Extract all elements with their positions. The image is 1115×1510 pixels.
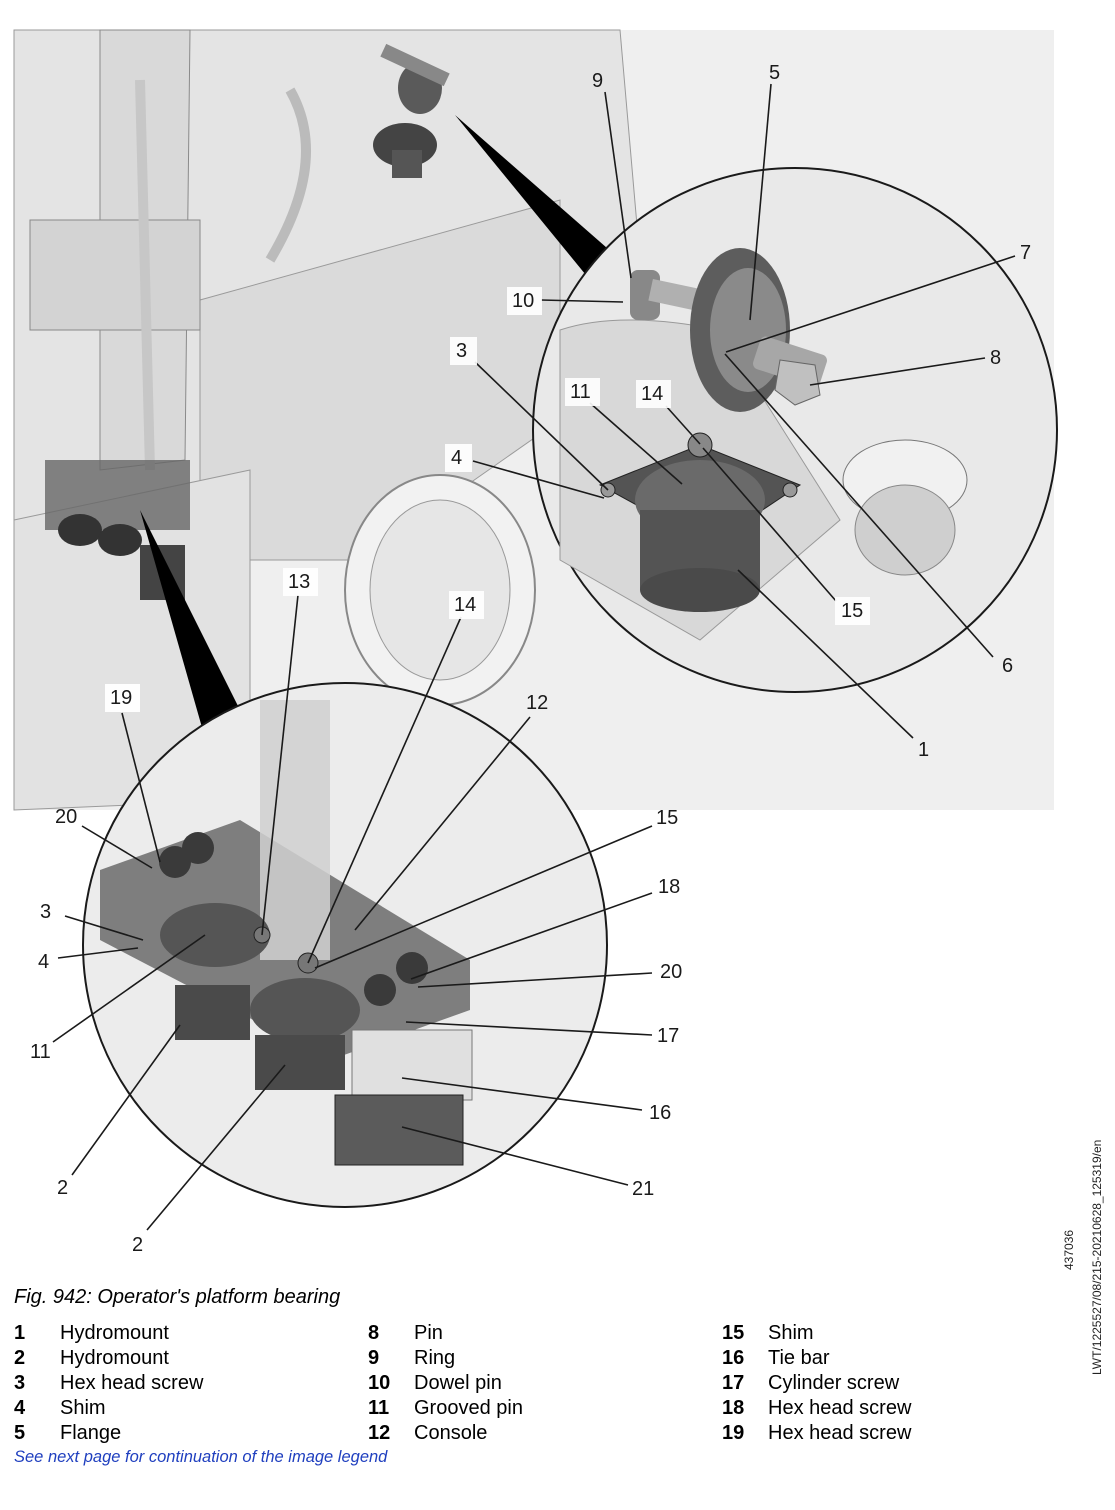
legend-item: 8 Pin	[368, 1322, 523, 1347]
legend-item: 17 Cylinder screw	[722, 1372, 911, 1397]
legend-label: Hex head screw	[60, 1372, 204, 1394]
figure-caption: Fig. 942: Operator's platform bearing	[14, 1286, 341, 1308]
callout-label: 14	[454, 594, 476, 616]
legend-number: 1	[14, 1322, 26, 1344]
legend-label: Console	[414, 1422, 488, 1444]
legend-item: 18 Hex head screw	[722, 1397, 911, 1422]
legend-number: 10	[368, 1372, 391, 1394]
legend-item: 15 Shim	[722, 1322, 911, 1347]
legend-number: 8	[368, 1322, 380, 1344]
callout-label: 11	[570, 381, 591, 403]
callout-label: 1	[918, 739, 929, 761]
legend-label: Cylinder screw	[768, 1372, 900, 1394]
legend-number: 2	[14, 1347, 26, 1369]
operators-platform-bearing-figure: 9 5 7 8 10 3 11 14 4 15 6 1 13 14 12 19 …	[13, 29, 1058, 1256]
legend-number: 11	[368, 1397, 390, 1419]
callout-label: 10	[512, 290, 534, 312]
legend-item: 11 Grooved pin	[368, 1397, 523, 1422]
detail-circle-top	[532, 167, 1058, 693]
callout-label: 19	[110, 687, 132, 709]
legend-item: 3 Hex head screw	[14, 1372, 203, 1397]
callout-label: 13	[288, 571, 310, 593]
legend-label: Hex head screw	[768, 1422, 912, 1444]
legend-number: 19	[722, 1422, 745, 1444]
legend-label: Grooved pin	[414, 1397, 523, 1419]
callout-label: 20	[55, 806, 77, 828]
callout-label: 17	[657, 1025, 679, 1047]
callout-label: 16	[649, 1102, 671, 1124]
legend-label: Hex head screw	[768, 1397, 912, 1419]
leader-lines	[52, 83, 1016, 1231]
callout-label: 8	[990, 347, 1001, 369]
callout-label: 3	[40, 901, 51, 923]
legend-item: 19 Hex head screw	[722, 1422, 911, 1447]
legend-item: 2 Hydromount	[14, 1347, 203, 1372]
callout-label: 15	[841, 600, 863, 622]
image-number: 437036	[1062, 1229, 1076, 1270]
detail-circle-bottom	[82, 682, 608, 1208]
legend-label: Flange	[60, 1422, 122, 1444]
legend-item: 12 Console	[368, 1422, 523, 1447]
legend-label: Shim	[768, 1322, 814, 1344]
legend-continuation-link[interactable]: See next page for continuation of the im…	[14, 1448, 388, 1466]
legend-item: 10 Dowel pin	[368, 1372, 523, 1397]
legend-item: 1 Hydromount	[14, 1322, 203, 1347]
callout-label: 7	[1020, 242, 1031, 264]
legend-number: 17	[722, 1372, 745, 1394]
legend-item: 4 Shim	[14, 1397, 203, 1422]
legend-label: Hydromount	[60, 1322, 169, 1344]
legend-number: 16	[722, 1347, 745, 1369]
callout-label: 21	[632, 1178, 654, 1200]
legend-number: 18	[722, 1397, 745, 1419]
callout-label: 2	[57, 1177, 68, 1199]
legend-label: Pin	[414, 1322, 443, 1344]
legend-item: 16 Tie bar	[722, 1347, 911, 1372]
legend-number: 3	[14, 1372, 26, 1394]
zoom-wedge-bottom	[140, 510, 245, 738]
callout-label: 11	[30, 1041, 51, 1063]
callout-label: 15	[656, 807, 678, 829]
legend-column-2: 8 Pin 9 Ring 10 Dowel pin 11 Grooved pin 12 C…	[368, 1322, 523, 1447]
legend-number: 5	[14, 1422, 26, 1444]
legend-number: 15	[722, 1322, 745, 1344]
callout-label: 2	[132, 1234, 143, 1256]
callout-label: 9	[592, 70, 603, 92]
legend-label: Ring	[414, 1347, 456, 1369]
zoom-wedge-top	[455, 115, 615, 280]
legend-number: 9	[368, 1347, 380, 1369]
legend-label: Dowel pin	[414, 1372, 502, 1394]
document-reference: LWT/1225527/08/215-20210628_125319/en	[1090, 1139, 1104, 1375]
legend-item: 9 Ring	[368, 1347, 523, 1372]
callout-label: 12	[526, 692, 548, 714]
callout-label: 4	[38, 951, 49, 973]
callout-label: 14	[641, 383, 663, 405]
legend-label: Tie bar	[768, 1347, 830, 1369]
callout-label: 4	[451, 447, 462, 469]
legend-label: Hydromount	[60, 1347, 169, 1369]
callout-label: 6	[1002, 655, 1013, 677]
legend-number: 12	[368, 1422, 391, 1444]
callout-label: 18	[658, 876, 680, 898]
top-mount-assembly	[373, 43, 450, 178]
callout-label: 3	[456, 340, 467, 362]
legend-item: 5 Flange	[14, 1422, 203, 1447]
callouts: 9 5 7 8 10 3 11 14 4 15 6 1 13 14 12 19 …	[30, 62, 1031, 1256]
callout-label: 20	[660, 961, 682, 983]
callout-label: 5	[769, 62, 780, 84]
legend-label: Shim	[60, 1397, 106, 1419]
legend-number: 4	[14, 1397, 26, 1419]
